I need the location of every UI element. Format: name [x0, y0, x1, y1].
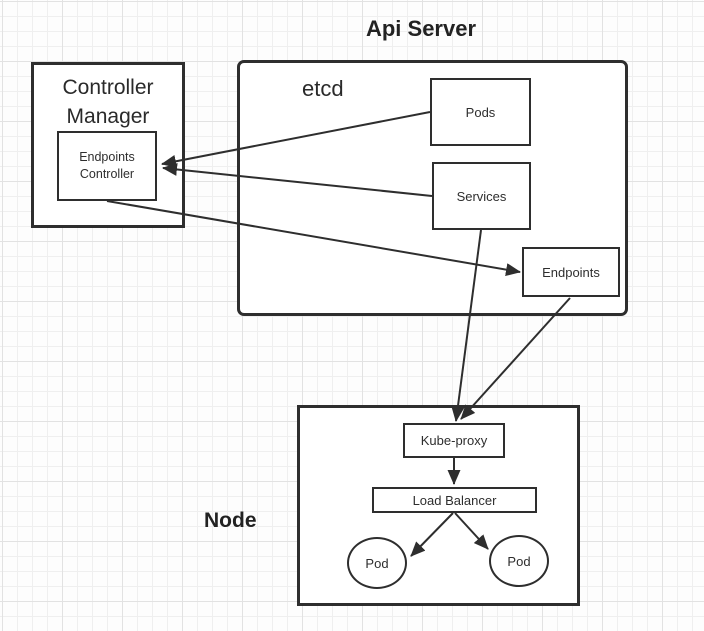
- endpoints-node: Endpoints: [522, 247, 620, 297]
- endpoints-label: Endpoints: [542, 264, 600, 280]
- kube-proxy-node: Kube-proxy: [403, 423, 505, 458]
- controller-manager-label: Controller Manager: [62, 76, 154, 128]
- pod-right-node: Pod: [489, 535, 549, 587]
- services-node: Services: [432, 162, 531, 230]
- load-balancer-node: Load Balancer: [372, 487, 537, 513]
- node-group-label: Node: [204, 509, 257, 532]
- api-server-title: Api Server: [365, 16, 477, 41]
- endpoints-controller-label: Endpoints Controller: [79, 150, 135, 181]
- endpoints-controller-node: Endpoints Controller: [57, 131, 157, 201]
- load-balancer-label: Load Balancer: [412, 492, 497, 508]
- pod-left-node: Pod: [347, 537, 407, 589]
- etcd-label: etcd: [302, 76, 344, 101]
- edge-endpoints-to-kube-proxy: [460, 297, 571, 420]
- pods-label: Pods: [465, 104, 496, 120]
- kube-proxy-label: Kube-proxy: [420, 433, 488, 448]
- pod-left-label: Pod: [365, 555, 389, 571]
- services-label: Services: [456, 188, 507, 204]
- pods-node: Pods: [430, 78, 531, 146]
- pod-right-label: Pod: [507, 553, 531, 569]
